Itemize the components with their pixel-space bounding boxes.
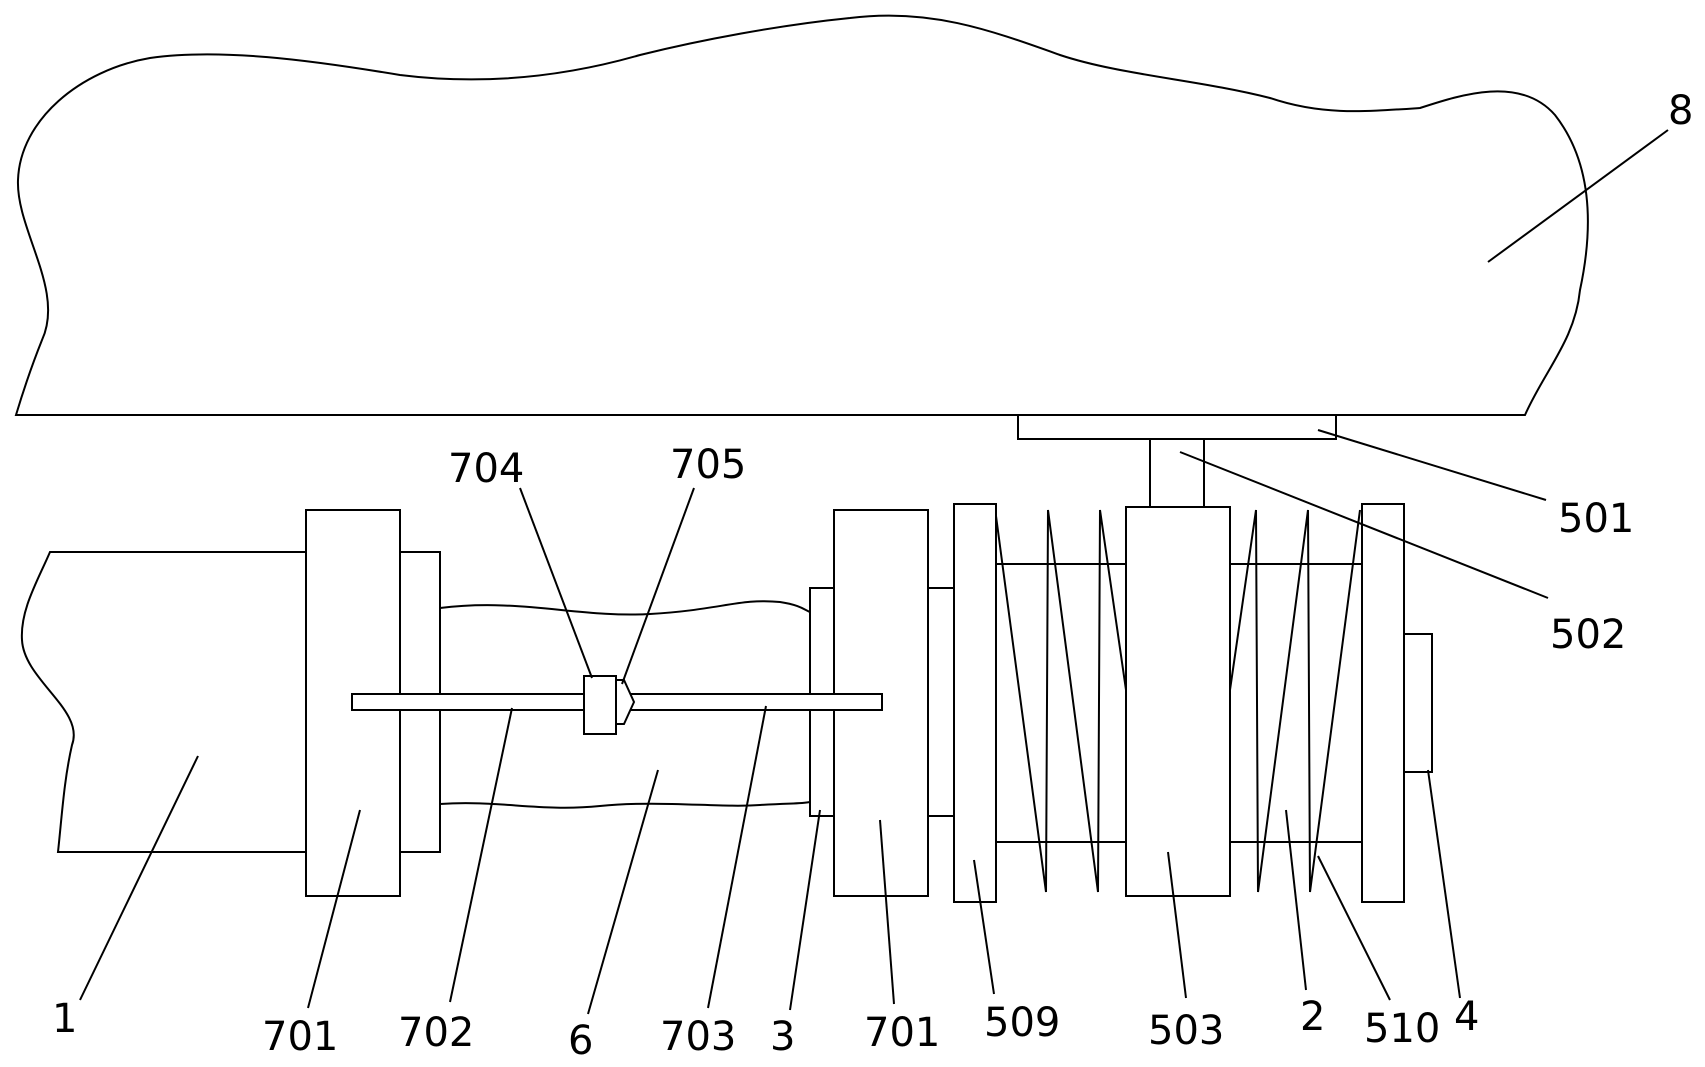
leader-705 [621, 487, 695, 685]
leader-702 [449, 707, 513, 1003]
label-503: 503 [1148, 1008, 1224, 1054]
connector-701-509 [927, 587, 955, 817]
leader-2 [1285, 809, 1307, 991]
label-705: 705 [670, 442, 746, 488]
label-502: 502 [1550, 612, 1626, 658]
leader-8 [1487, 129, 1669, 263]
label-3: 3 [770, 1014, 795, 1060]
spring-right [1229, 509, 1361, 893]
label-509: 509 [984, 1000, 1060, 1046]
leader-509 [973, 859, 995, 995]
leader-503 [1167, 851, 1187, 999]
label-8: 8 [1668, 88, 1693, 134]
plate-right [1361, 503, 1405, 903]
tube-6-top [439, 600, 811, 616]
column-502 [1149, 438, 1205, 508]
leader-6 [587, 769, 659, 1015]
leader-502 [1179, 451, 1549, 599]
label-6: 6 [568, 1018, 593, 1064]
leader-4 [1427, 769, 1461, 999]
label-510: 510 [1364, 1006, 1440, 1052]
leader-704 [519, 487, 593, 679]
body-1-outline [20, 551, 306, 853]
leader-701b [879, 819, 895, 1005]
label-2: 2 [1300, 994, 1325, 1040]
leader-703 [707, 705, 767, 1009]
label-703: 703 [660, 1014, 736, 1060]
plate-509 [953, 503, 997, 903]
leader-701a [307, 809, 361, 1009]
label-701a: 701 [262, 1014, 338, 1060]
mount-plate-501 [1017, 414, 1337, 440]
label-701b: 701 [864, 1010, 940, 1056]
label-4: 4 [1454, 994, 1479, 1040]
tip-705 [615, 679, 636, 725]
body-8-outline [14, 14, 1589, 416]
label-704: 704 [448, 446, 524, 492]
leader-510 [1317, 855, 1391, 1001]
tab-4 [1403, 633, 1433, 773]
label-702: 702 [398, 1010, 474, 1056]
leader-501 [1317, 429, 1547, 501]
leader-1 [79, 755, 199, 1001]
label-501: 501 [1558, 496, 1634, 542]
leader-3 [789, 809, 821, 1011]
spring-left [995, 509, 1127, 893]
collar-704 [583, 675, 617, 735]
label-1: 1 [52, 996, 77, 1042]
tube-6-bottom [439, 801, 811, 809]
block-503 [1125, 506, 1231, 897]
